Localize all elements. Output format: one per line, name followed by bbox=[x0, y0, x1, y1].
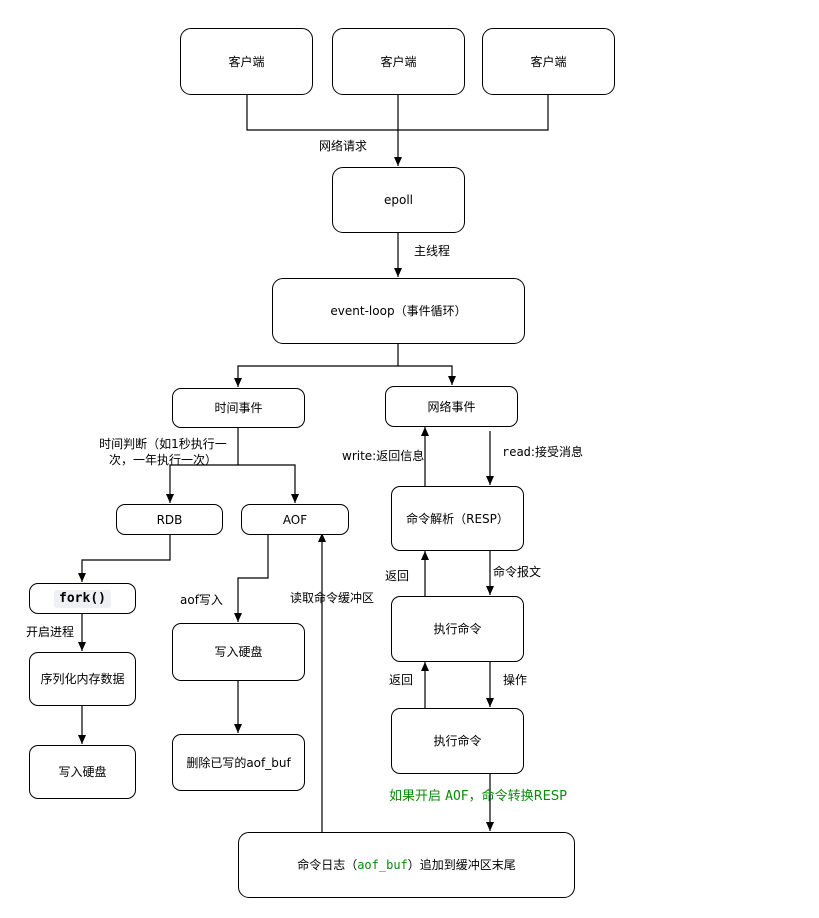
cmd-log-box: 命令日志（aof_buf）追加到缓冲区末尾 bbox=[238, 832, 575, 898]
exec-cmd-label-2: 执行命令 bbox=[433, 734, 482, 748]
label-read-code: read bbox=[502, 445, 531, 459]
time-event-label: 时间事件 bbox=[214, 401, 263, 415]
epoll-label: epoll bbox=[383, 193, 413, 207]
label-if-aof-prefix: 如果开启 bbox=[389, 789, 446, 804]
rdb-write-disk-box: 写入硬盘 bbox=[29, 745, 136, 799]
label-operate: 操作 bbox=[503, 673, 528, 687]
client-label-1: 客户端 bbox=[228, 54, 265, 69]
label-write-return: write:返回信息 bbox=[342, 449, 425, 463]
rdb-write-disk-label: 写入硬盘 bbox=[58, 765, 107, 779]
time-event-box: 时间事件 bbox=[172, 388, 305, 428]
cmd-log-label: 命令日志（aof_buf）追加到缓冲区末尾 bbox=[297, 857, 516, 873]
edge-rdb-fork bbox=[78, 535, 171, 582]
aof-box: AOF bbox=[241, 504, 349, 535]
fork-box: fork() bbox=[29, 583, 136, 614]
edge-time-rdb bbox=[166, 428, 239, 503]
aof-write-disk-label: 写入硬盘 bbox=[214, 645, 263, 659]
event-loop-box: event-loop（事件循环） bbox=[272, 278, 525, 344]
edge-aof-write bbox=[234, 535, 269, 622]
aof-label: AOF bbox=[282, 512, 308, 527]
rdb-label: RDB bbox=[156, 512, 183, 527]
edge-time-aof bbox=[238, 464, 299, 503]
label-read-receive: read:接受消息 bbox=[502, 444, 583, 460]
cmd-log-prefix: 命令日志（ bbox=[297, 858, 358, 872]
client-box-1: 客户端 bbox=[180, 28, 313, 95]
event-loop-label: event-loop（事件循环） bbox=[330, 304, 467, 318]
label-read-cmd-buffer: 读取命令缓冲区 bbox=[290, 591, 375, 605]
label-return-2: 返回 bbox=[389, 673, 414, 687]
network-event-label: 网络事件 bbox=[427, 399, 476, 414]
label-read-text: :接受消息 bbox=[530, 445, 583, 459]
client-box-3: 客户端 bbox=[482, 28, 615, 95]
label-if-aof-suffix: ，命令转换RESP bbox=[468, 789, 567, 804]
exec-cmd-box-2: 执行命令 bbox=[391, 708, 524, 774]
cmd-parse-box: 命令解析（RESP） bbox=[391, 486, 524, 551]
exec-cmd-box-1: 执行命令 bbox=[391, 596, 524, 662]
label-main-thread: 主线程 bbox=[414, 244, 451, 258]
client-label-2: 客户端 bbox=[380, 54, 417, 69]
aof-write-disk-box: 写入硬盘 bbox=[172, 623, 305, 681]
label-open-process: 开启进程 bbox=[26, 625, 75, 639]
client-label-3: 客户端 bbox=[530, 54, 567, 69]
delete-buf-box: 删除已写的aof_buf bbox=[172, 734, 305, 791]
serialize-label: 序列化内存数据 bbox=[40, 672, 125, 686]
epoll-box: epoll bbox=[332, 167, 465, 233]
exec-cmd-label-1: 执行命令 bbox=[433, 622, 482, 636]
edge-eventloop-network bbox=[398, 365, 456, 385]
cmd-parse-label: 命令解析（RESP） bbox=[406, 511, 509, 526]
label-time-judge: 时间判断（如1秒执行一次，一年执行一次） bbox=[99, 437, 227, 467]
serialize-box: 序列化内存数据 bbox=[29, 652, 136, 706]
network-event-box: 网络事件 bbox=[385, 386, 518, 427]
rdb-box: RDB bbox=[116, 504, 223, 535]
fork-label: fork() bbox=[54, 589, 111, 608]
cmd-log-suffix: ）追加到缓冲区末尾 bbox=[407, 858, 516, 872]
label-return-1: 返回 bbox=[385, 569, 410, 583]
client-box-2: 客户端 bbox=[332, 28, 465, 95]
label-if-aof-code: AOF bbox=[445, 789, 469, 804]
edge-eventloop-split bbox=[234, 344, 399, 387]
label-network-request: 网络请求 bbox=[319, 139, 368, 153]
label-cmd-packet: 命令报文 bbox=[493, 565, 542, 579]
label-if-aof: 如果开启 AOF，命令转换RESP bbox=[389, 789, 567, 805]
cmd-log-code: aof_buf bbox=[357, 858, 408, 872]
label-aof-write: aof写入 bbox=[180, 593, 223, 607]
delete-buf-label: 删除已写的aof_buf bbox=[186, 755, 291, 770]
